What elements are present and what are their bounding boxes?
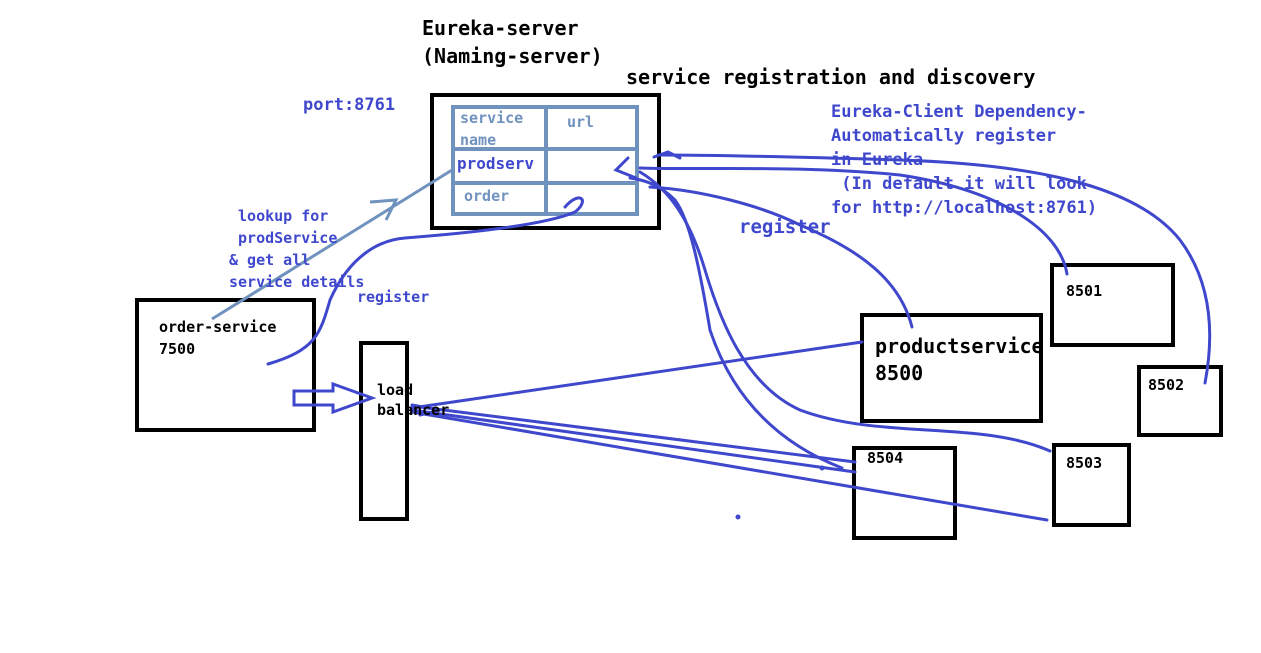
order-register-curve: [266, 196, 584, 366]
lb-to-productservice: [410, 340, 864, 410]
instance-8501-register-curve: [638, 166, 1069, 276]
instance-8504-box: [852, 446, 957, 540]
stray-dot-1: [819, 465, 825, 471]
eureka-client-note: Eureka-Client Dependency- Automatically …: [831, 102, 1098, 218]
order-service-name: order-service: [159, 318, 277, 336]
lb-to-8504-b: [410, 408, 857, 474]
eureka-server-subtitle: (Naming-server): [422, 44, 603, 68]
instance-8501-box: [1050, 263, 1175, 347]
lookup-arrow: [211, 168, 453, 321]
instance-8502-register-curve: [656, 153, 1212, 385]
load-balancer-label: load balancer: [377, 381, 450, 419]
productservice-name: productservice: [875, 334, 1044, 358]
productservice-register-curve: [648, 185, 914, 329]
productservice-box: [860, 313, 1043, 423]
connectors: [266, 150, 1212, 522]
register-label-right: register: [739, 216, 831, 238]
registry-table: [451, 105, 639, 216]
instance-8503-box: [1052, 443, 1131, 527]
diagram-heading: service registration and discovery: [626, 65, 1036, 89]
instance-8502-label: 8502: [1148, 376, 1185, 394]
eureka-server-title: Eureka-server: [422, 16, 579, 40]
table-header-service-name: service name: [460, 109, 524, 149]
order-service-port: 7500: [159, 340, 196, 358]
lb-to-8503: [410, 410, 1049, 522]
table-row-prodserv: prodserv: [457, 154, 535, 173]
productservice-port: 8500: [875, 361, 924, 385]
instance-8502-box: [1137, 365, 1223, 437]
eureka-port-label: port:8761: [303, 95, 396, 115]
register-arrow-head: [613, 150, 682, 180]
register-label-left: register: [357, 288, 430, 306]
lookup-arrow-line: [211, 168, 453, 321]
order-service-box: [135, 298, 316, 432]
stray-dot-2: [735, 514, 741, 520]
eureka-server-box: [430, 93, 661, 230]
table-row-order: order: [464, 187, 510, 205]
lookup-arrow-head: [369, 198, 399, 221]
load-balancer-box: [359, 341, 409, 521]
instance-8501-label: 8501: [1066, 282, 1103, 300]
lb-to-8504-a: [410, 404, 857, 464]
table-header-url: url: [567, 113, 595, 131]
instance-8503-register-curve: [638, 170, 1052, 453]
lb-scribble: [410, 403, 441, 417]
lookup-note: lookup for prodService & get all service…: [229, 207, 365, 291]
instance-8504-label: 8504: [867, 449, 904, 467]
instance-8503-label: 8503: [1066, 454, 1103, 472]
hollow-arrow-to-load-balancer: [292, 381, 377, 415]
